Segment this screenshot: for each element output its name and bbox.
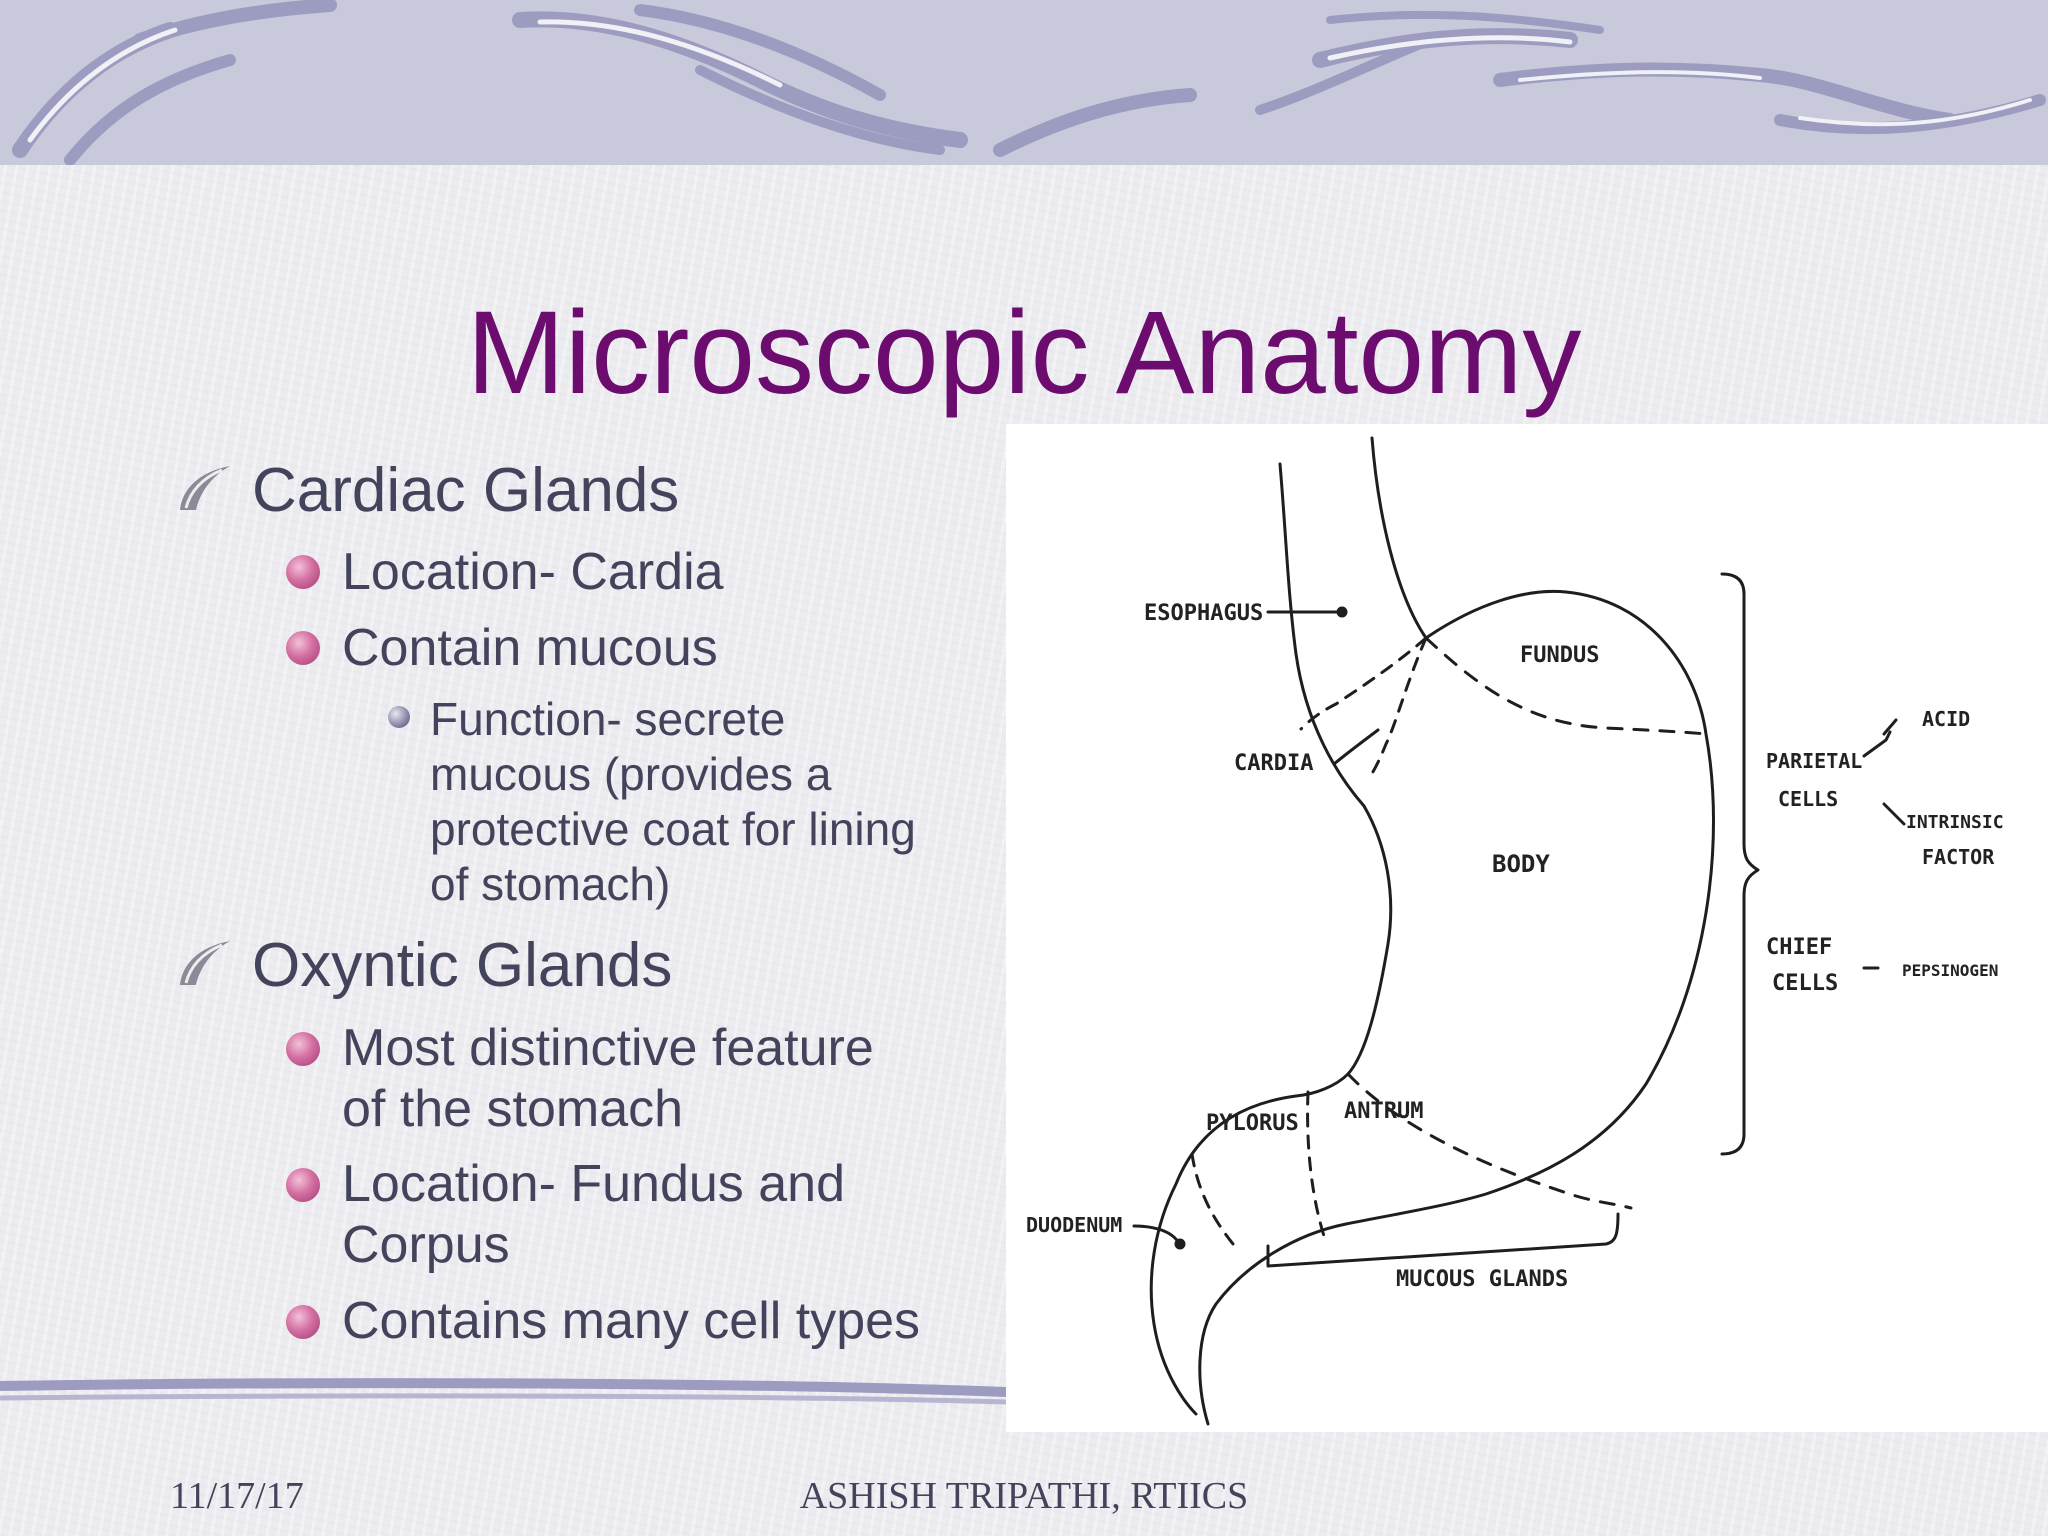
label-parietal-cells: CELLS [1778, 787, 1838, 811]
list-item-line: Location- Fundus and [342, 1155, 846, 1213]
label-pylorus: PYLORUS [1206, 1111, 1299, 1136]
label-acid: ACID [1922, 707, 1970, 731]
page-title: Microscopic Anatomy [466, 287, 1582, 419]
swoosh-bullet-icon [180, 941, 230, 985]
sub-item-line: Function- secrete [430, 693, 786, 745]
bullet-dot-icon [286, 555, 320, 589]
label-intrinsic: INTRINSIC [1906, 812, 2004, 833]
sub-item-line: mucous (provides a [430, 748, 832, 800]
footer-decoration [0, 1378, 1011, 1405]
list-item-line: Corpus [342, 1216, 510, 1274]
label-esophagus: ESOPHAGUS [1144, 601, 1263, 626]
label-factor: FACTOR [1922, 845, 1995, 869]
bullet-dot-icon [286, 1305, 320, 1339]
section-heading-cardiac: Cardiac Glands [252, 456, 680, 525]
bullet-dot-icon [286, 1032, 320, 1066]
label-duodenum: DUODENUM [1026, 1213, 1122, 1237]
bullet-dot-icon [286, 631, 320, 665]
label-body: BODY [1492, 850, 1550, 878]
section-heading-oxyntic: Oxyntic Glands [252, 931, 673, 1000]
sub-item-line: protective coat for lining [430, 803, 916, 855]
label-fundus: FUNDUS [1520, 643, 1599, 668]
list-item: Location- Cardia [342, 543, 724, 601]
sub-item-line: of stomach) [430, 858, 671, 910]
sub-bullet-icon [388, 706, 410, 728]
list-item-line: Most distinctive feature [342, 1019, 874, 1077]
label-antrum: ANTRUM [1344, 1099, 1423, 1124]
label-cardia: CARDIA [1234, 751, 1313, 776]
label-chief-cells: CELLS [1772, 971, 1838, 996]
label-pepsinogen: PEPSINOGEN [1902, 961, 1998, 980]
label-mucous-glands: MUCOUS GLANDS [1396, 1267, 1568, 1292]
header-decoration [0, 0, 2048, 165]
stomach-diagram: ESOPHAGUS FUNDUS CARDIA BODY PYLORUS ANT… [1006, 424, 2048, 1432]
list-item-line: of the stomach [342, 1080, 684, 1138]
label-chief: CHIEF [1766, 935, 1832, 960]
list-item: Contains many cell types [342, 1292, 921, 1350]
footer-author: ASHISH TRIPATHI, RTIICS [799, 1475, 1249, 1517]
label-parietal: PARIETAL [1766, 749, 1862, 773]
bullet-dot-icon [286, 1168, 320, 1202]
swoosh-bullet-icon [180, 466, 230, 510]
list-item: Contain mucous [342, 619, 718, 677]
footer-date: 11/17/17 [170, 1475, 304, 1517]
